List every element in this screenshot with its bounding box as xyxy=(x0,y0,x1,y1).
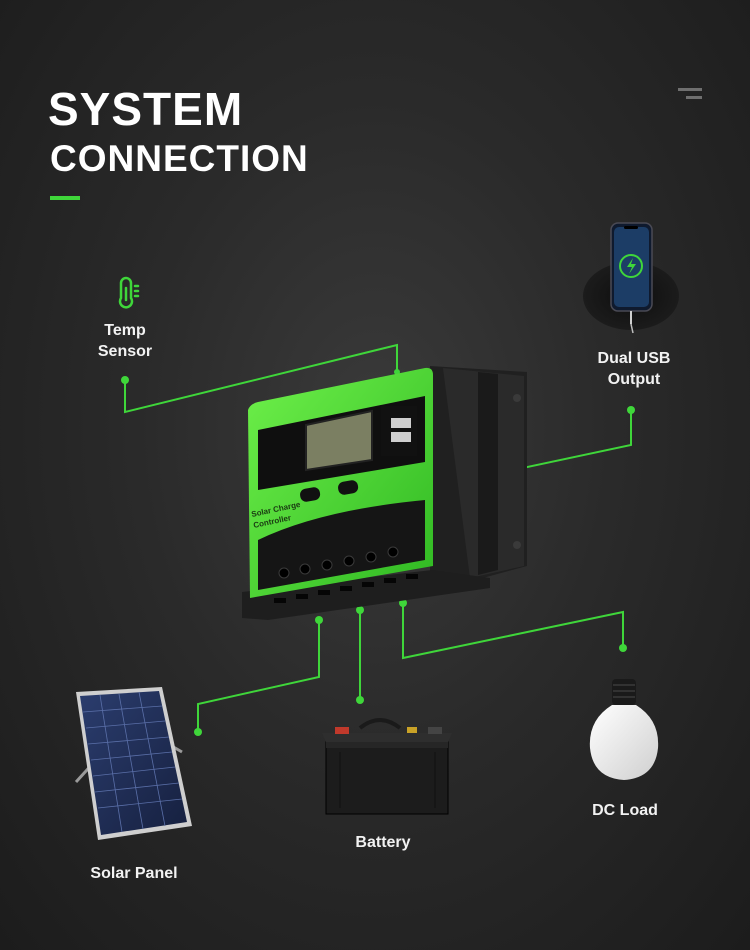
battery-label: Battery xyxy=(355,834,411,851)
solar-panel-line xyxy=(197,620,320,732)
temp-sensor-label: Temp Sensor xyxy=(82,320,168,362)
usb-output-label: Dual USB Output xyxy=(582,348,686,390)
solar-panel-label: Solar Panel xyxy=(90,865,178,882)
menu-icon[interactable] xyxy=(678,88,702,102)
page-title-line1: SYSTEM xyxy=(48,83,244,135)
solar-panel-image xyxy=(74,687,192,840)
battery-image xyxy=(322,718,452,815)
usb-output-label-line2: Output xyxy=(607,371,661,388)
charge-controller: Solar Charge Controller xyxy=(242,366,527,620)
thermometer-icon xyxy=(118,276,140,309)
smartphone-icon xyxy=(583,222,679,334)
title-accent-bar xyxy=(50,196,80,200)
temp-sensor-line xyxy=(124,343,398,414)
light-bulb-icon xyxy=(589,679,659,780)
temp-sensor-label-line1: Temp xyxy=(104,322,146,339)
page-title-line2: CONNECTION xyxy=(50,138,309,179)
dc-load-label: DC Load xyxy=(592,802,658,819)
temp-sensor-label-line2: Sensor xyxy=(97,343,153,360)
dc-load-line xyxy=(402,603,624,660)
usb-output-label-line1: Dual USB xyxy=(597,350,671,367)
